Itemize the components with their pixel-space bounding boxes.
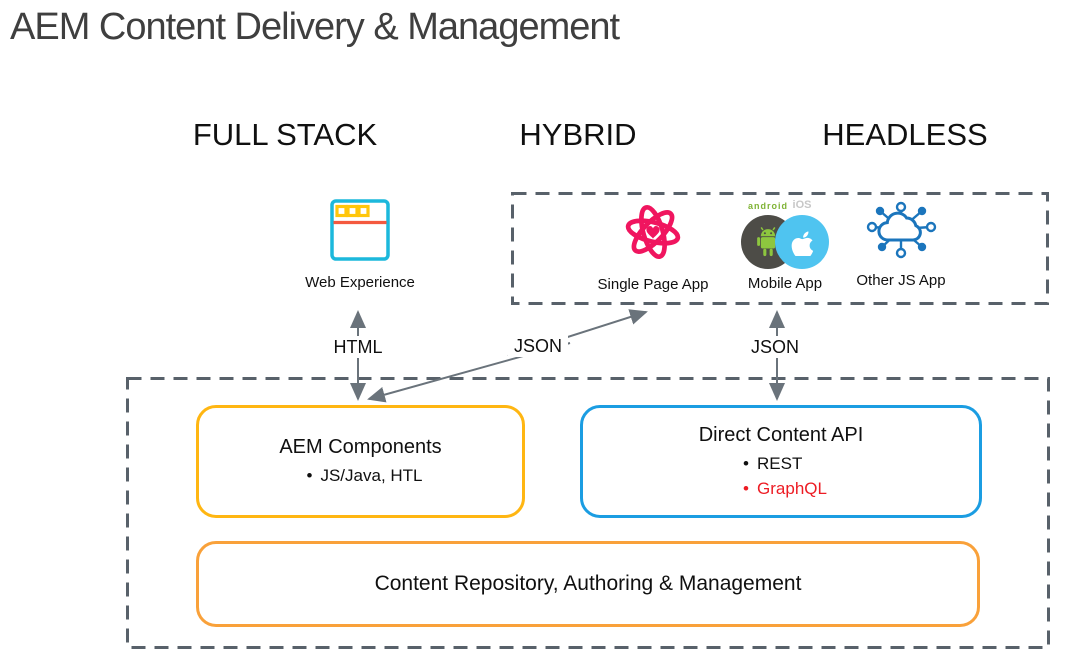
direct-content-api-title: Direct Content API [698,424,864,446]
api-bullet-rest: •REST [735,451,827,476]
cloud-network-icon [865,197,937,268]
bullet-dot: • [306,466,313,485]
web-experience-label: Web Experience [305,274,415,291]
direct-content-api-box: Direct Content API •REST •GraphQL [580,405,982,518]
bullet-dot: • [743,454,749,473]
bullet-dot: • [743,479,749,498]
client-web-experience: Web Experience [300,199,420,291]
client-mobile-app: android iOS [729,199,841,292]
aem-components-title: AEM Components [279,436,442,458]
column-header-headless: HEADLESS [822,117,988,152]
content-repository-box: Content Repository, Authoring & Manageme… [196,541,980,627]
json-spa-arrow-label: JSON [507,335,569,357]
aem-components-bullet: •JS/Java, HTL [298,463,422,488]
other-js-app-label: Other JS App [856,272,946,289]
column-header-hybrid: HYBRID [519,117,637,152]
browser-window-icon [330,199,390,266]
apple-logo-icon [775,215,829,269]
html-arrow-label: HTML [327,336,389,358]
ios-wordmark: iOS [792,199,812,211]
single-page-app-label: Single Page App [597,276,709,293]
page-title: AEM Content Delivery & Management [10,6,620,48]
client-other-js-app: Other JS App [841,197,961,289]
mobile-app-label: Mobile App [747,275,823,292]
aem-components-box: AEM Components •JS/Java, HTL [196,405,525,518]
column-header-full-stack: FULL STACK [192,117,378,152]
client-single-page-app: Single Page App [593,201,713,293]
api-bullet-graphql: •GraphQL [735,476,827,501]
content-repository-title: Content Repository, Authoring & Manageme… [374,572,802,595]
react-atom-heart-icon [619,201,687,268]
json-mobile-arrow-label: JSON [744,336,806,358]
mobile-platform-labels: android iOS [741,199,829,213]
